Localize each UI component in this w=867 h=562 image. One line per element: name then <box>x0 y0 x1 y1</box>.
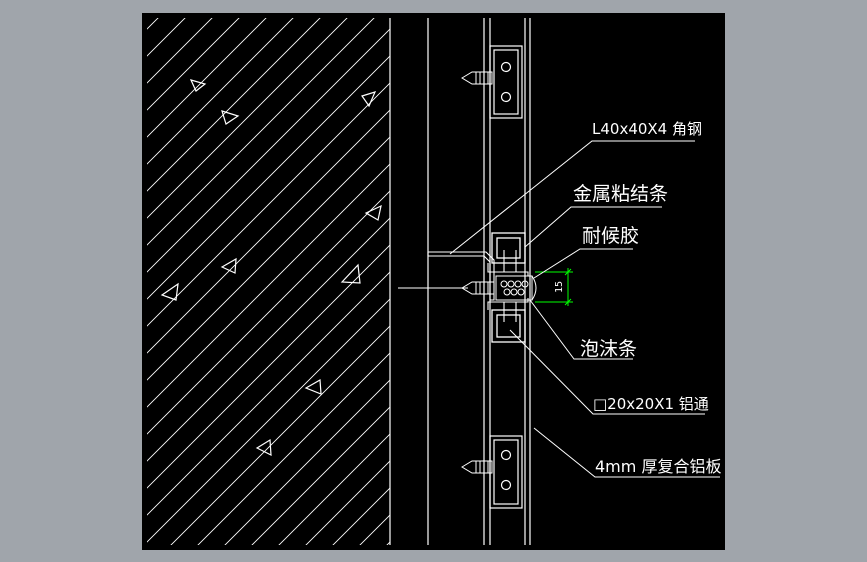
aggregate-triangle <box>189 79 207 92</box>
angle-steel-section <box>427 251 495 301</box>
concrete-aggregate-marks <box>160 79 382 457</box>
hatch-line <box>147 28 390 273</box>
drawing-canvas <box>142 13 725 550</box>
label-metal-strip: 金属粘结条 <box>573 183 668 205</box>
hatch-line <box>147 217 390 462</box>
hatch-line <box>147 18 375 246</box>
leader-foam-strip <box>529 299 633 360</box>
joint-screw <box>461 281 495 295</box>
hatch-line <box>147 55 390 300</box>
hatch-line <box>197 352 390 545</box>
hatch-line <box>147 18 267 138</box>
hatch-line <box>147 18 294 165</box>
leader-angle-steel <box>449 140 695 255</box>
hatch-line <box>0 0 68 560</box>
leader-composite-panel <box>533 427 720 478</box>
label-aluminum-tube: □20x20X1 铝通 <box>593 395 709 413</box>
leader-sealant <box>533 248 633 279</box>
hatch-line <box>147 82 390 327</box>
hatch-line <box>147 18 321 192</box>
leader-aluminum-tube <box>509 329 705 415</box>
leader-lines <box>449 140 720 478</box>
hatch-line <box>0 0 95 560</box>
upper-screw <box>461 71 493 85</box>
lower-bracket <box>489 435 523 509</box>
aggregate-triangle <box>160 282 179 301</box>
hatch-line <box>147 109 390 354</box>
aggregate-triangle <box>255 438 272 457</box>
hatch-line <box>0 0 14 560</box>
hatch-line <box>147 298 390 543</box>
leader-metal-strip <box>524 206 662 248</box>
label-sealant: 耐候胶 <box>582 225 639 247</box>
aggregate-triangle <box>221 110 240 125</box>
gap-dimension <box>535 268 573 306</box>
joint-lower-aluminum-tube <box>491 309 526 343</box>
hatch-line <box>251 406 390 545</box>
aggregate-triangle <box>364 204 382 221</box>
label-angle-steel: L40x40X4 角钢 <box>592 120 702 138</box>
hatch-line <box>305 460 390 545</box>
hatch-line <box>147 18 240 111</box>
hatch-line <box>147 271 390 516</box>
hatch-line <box>147 163 390 408</box>
hatch-line <box>0 0 149 560</box>
hatch-line <box>0 0 122 560</box>
upper-bracket <box>489 45 523 119</box>
hatch-line <box>147 244 390 489</box>
hatch-line <box>224 379 390 545</box>
gap-dimension-value: 15 <box>554 281 565 293</box>
hatch-line <box>170 325 390 545</box>
aggregate-triangle <box>361 91 377 108</box>
label-composite-panel: 4mm 厚复合铝板 <box>595 457 721 476</box>
lower-screw <box>461 460 493 474</box>
hatch-line <box>147 190 390 435</box>
aggregate-triangle <box>304 379 322 395</box>
hatch-line <box>278 433 390 545</box>
foam-strip-and-sealant <box>495 275 537 301</box>
joint-upper-aluminum-tube <box>491 232 526 264</box>
label-foam-strip: 泡沫条 <box>580 338 637 360</box>
hatch-line <box>147 18 348 219</box>
hatch-line <box>0 0 41 560</box>
hatch-line <box>147 136 390 381</box>
aggregate-triangle <box>220 257 237 274</box>
aggregate-triangle <box>340 263 361 284</box>
